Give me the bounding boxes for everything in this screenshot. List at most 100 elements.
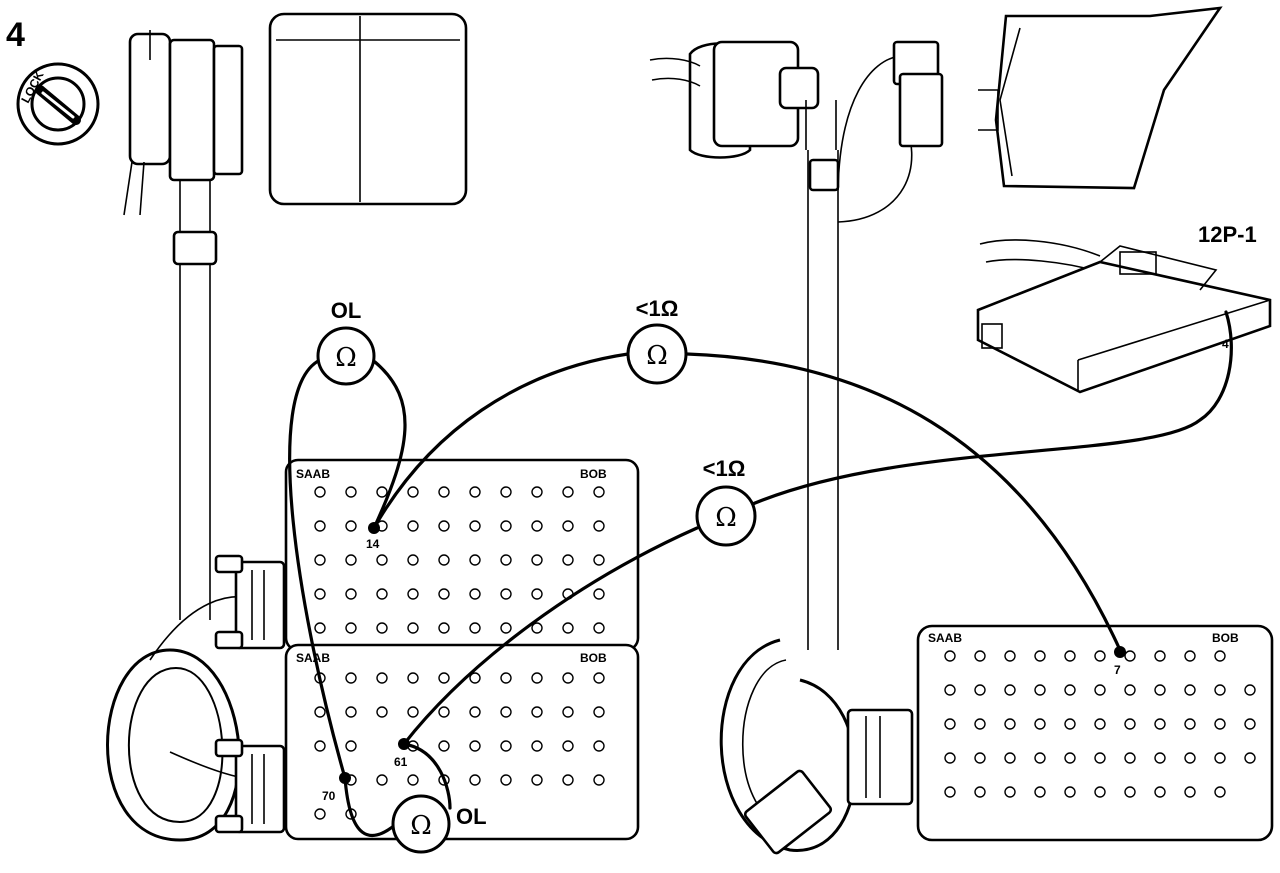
socket-hole [469,774,481,786]
socket-hole [438,520,450,532]
socket-hole [1094,752,1106,764]
socket-hole [407,672,419,684]
socket-hole [1154,718,1166,730]
socket-hole [469,672,481,684]
box-2-model: BOB [580,651,607,665]
socket-hole [944,752,956,764]
socket-hole [407,486,419,498]
socket-hole [1124,718,1136,730]
socket-hole [593,520,605,532]
socket-hole [469,520,481,532]
ohmmeter-4-symbol: Ω [410,811,432,841]
socket-hole [1064,786,1076,798]
socket-hole [1064,718,1076,730]
socket-hole [469,706,481,718]
connector-12p-1: 12P-1 4 [976,222,1272,394]
socket-hole [500,740,512,752]
socket-hole [562,672,574,684]
socket-hole [1034,650,1046,662]
socket-hole [1064,752,1076,764]
left-control-unit [268,12,468,206]
socket-hole [1004,786,1016,798]
socket-hole [345,706,357,718]
socket-hole [531,554,543,566]
ohmmeter-3: Ω <1Ω [695,456,757,547]
socket-hole [593,554,605,566]
socket-hole [500,672,512,684]
socket-hole [1244,718,1256,730]
pin-14-label: 14 [366,537,380,551]
socket-hole [1244,752,1256,764]
socket-hole [314,622,326,634]
socket-hole [314,520,326,532]
socket-hole [438,622,450,634]
right-cable [719,40,944,855]
breakout-box-upper-left: SAAB BOB [284,458,640,652]
socket-hole [438,740,450,752]
socket-hole [407,706,419,718]
box-3-brand: SAAB [928,631,962,645]
socket-hole [376,554,388,566]
left-harness-connector [123,30,244,216]
socket-hole [314,808,326,820]
ohmmeter-2: Ω <1Ω [626,296,688,385]
socket-hole [944,684,956,696]
socket-hole [407,554,419,566]
socket-hole [562,520,574,532]
socket-hole [345,622,357,634]
socket-hole [1184,718,1196,730]
socket-hole [500,486,512,498]
socket-hole [1154,752,1166,764]
socket-hole [314,588,326,600]
socket-hole [1034,684,1046,696]
socket-hole [500,774,512,786]
right-harness-connector [649,40,837,159]
socket-hole [1064,684,1076,696]
test-pins: 14 61 70 7 [322,522,1126,803]
socket-hole [376,486,388,498]
ohmmeter-3-reading: <1Ω [703,456,746,481]
socket-hole [531,774,543,786]
socket-hole [1064,650,1076,662]
ohmmeter-2-reading: <1Ω [636,296,679,321]
socket-hole [1184,752,1196,764]
socket-hole [500,622,512,634]
socket-hole [314,554,326,566]
socket-hole [531,520,543,532]
socket-hole [1124,684,1136,696]
socket-hole [531,588,543,600]
socket-hole [500,554,512,566]
socket-hole [562,706,574,718]
socket-hole [1184,786,1196,798]
socket-hole [469,588,481,600]
socket-hole [593,622,605,634]
socket-hole [1004,684,1016,696]
socket-hole [469,622,481,634]
socket-hole [376,706,388,718]
socket-hole [1214,650,1226,662]
socket-hole [944,718,956,730]
socket-hole [1184,650,1196,662]
socket-hole [593,774,605,786]
ohmmeter-4: Ω OL [391,794,487,854]
ohmmeter-1: Ω OL [316,298,376,386]
socket-hole [1094,718,1106,730]
socket-hole [974,718,986,730]
socket-hole [407,520,419,532]
socket-hole [345,672,357,684]
socket-hole [407,774,419,786]
socket-hole [562,622,574,634]
socket-hole [1004,650,1016,662]
connector-label: 12P-1 [1198,222,1257,247]
socket-hole [314,486,326,498]
socket-hole [1004,752,1016,764]
socket-hole [438,486,450,498]
socket-hole [376,622,388,634]
socket-hole [974,786,986,798]
socket-hole [1124,786,1136,798]
box-1-brand: SAAB [296,467,330,481]
socket-hole [562,774,574,786]
pin-70-label: 70 [322,789,336,803]
socket-hole [376,588,388,600]
